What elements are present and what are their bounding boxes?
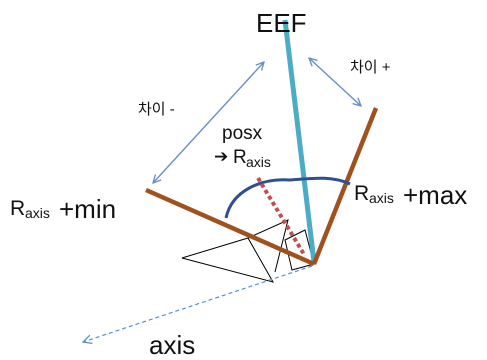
posx-arrow-icon: ➔ bbox=[214, 147, 229, 167]
posx-dotted-line bbox=[256, 176, 307, 258]
eef-label: EEF bbox=[256, 8, 307, 38]
diff-minus-label: 차이 - bbox=[138, 101, 175, 118]
diff-plus-arrow bbox=[309, 58, 361, 106]
raxis-min-bar bbox=[145, 187, 315, 267]
posx-label: posx bbox=[222, 123, 263, 144]
raxis-max-subscript: axis bbox=[369, 190, 394, 206]
raxis-max-text: +max bbox=[403, 180, 468, 210]
raxis-min-r: R bbox=[10, 197, 26, 220]
raxis-max-bar bbox=[311, 107, 379, 265]
axis-dashed-arrow bbox=[83, 265, 313, 342]
diff-plus-label: 차이 + bbox=[350, 59, 391, 76]
raxis-min-text: +min bbox=[59, 194, 117, 224]
wireframe-shapes bbox=[181, 219, 315, 283]
diff-minus-arrow bbox=[153, 62, 264, 183]
posx-axis-subscript: axis bbox=[246, 154, 271, 170]
axis-label: axis bbox=[149, 330, 196, 360]
posx-r-label: R bbox=[233, 147, 247, 168]
raxis-max-r: R bbox=[354, 182, 370, 205]
angle-arc bbox=[224, 176, 351, 219]
raxis-min-subscript: axis bbox=[25, 205, 50, 221]
eef-line bbox=[282, 19, 317, 263]
